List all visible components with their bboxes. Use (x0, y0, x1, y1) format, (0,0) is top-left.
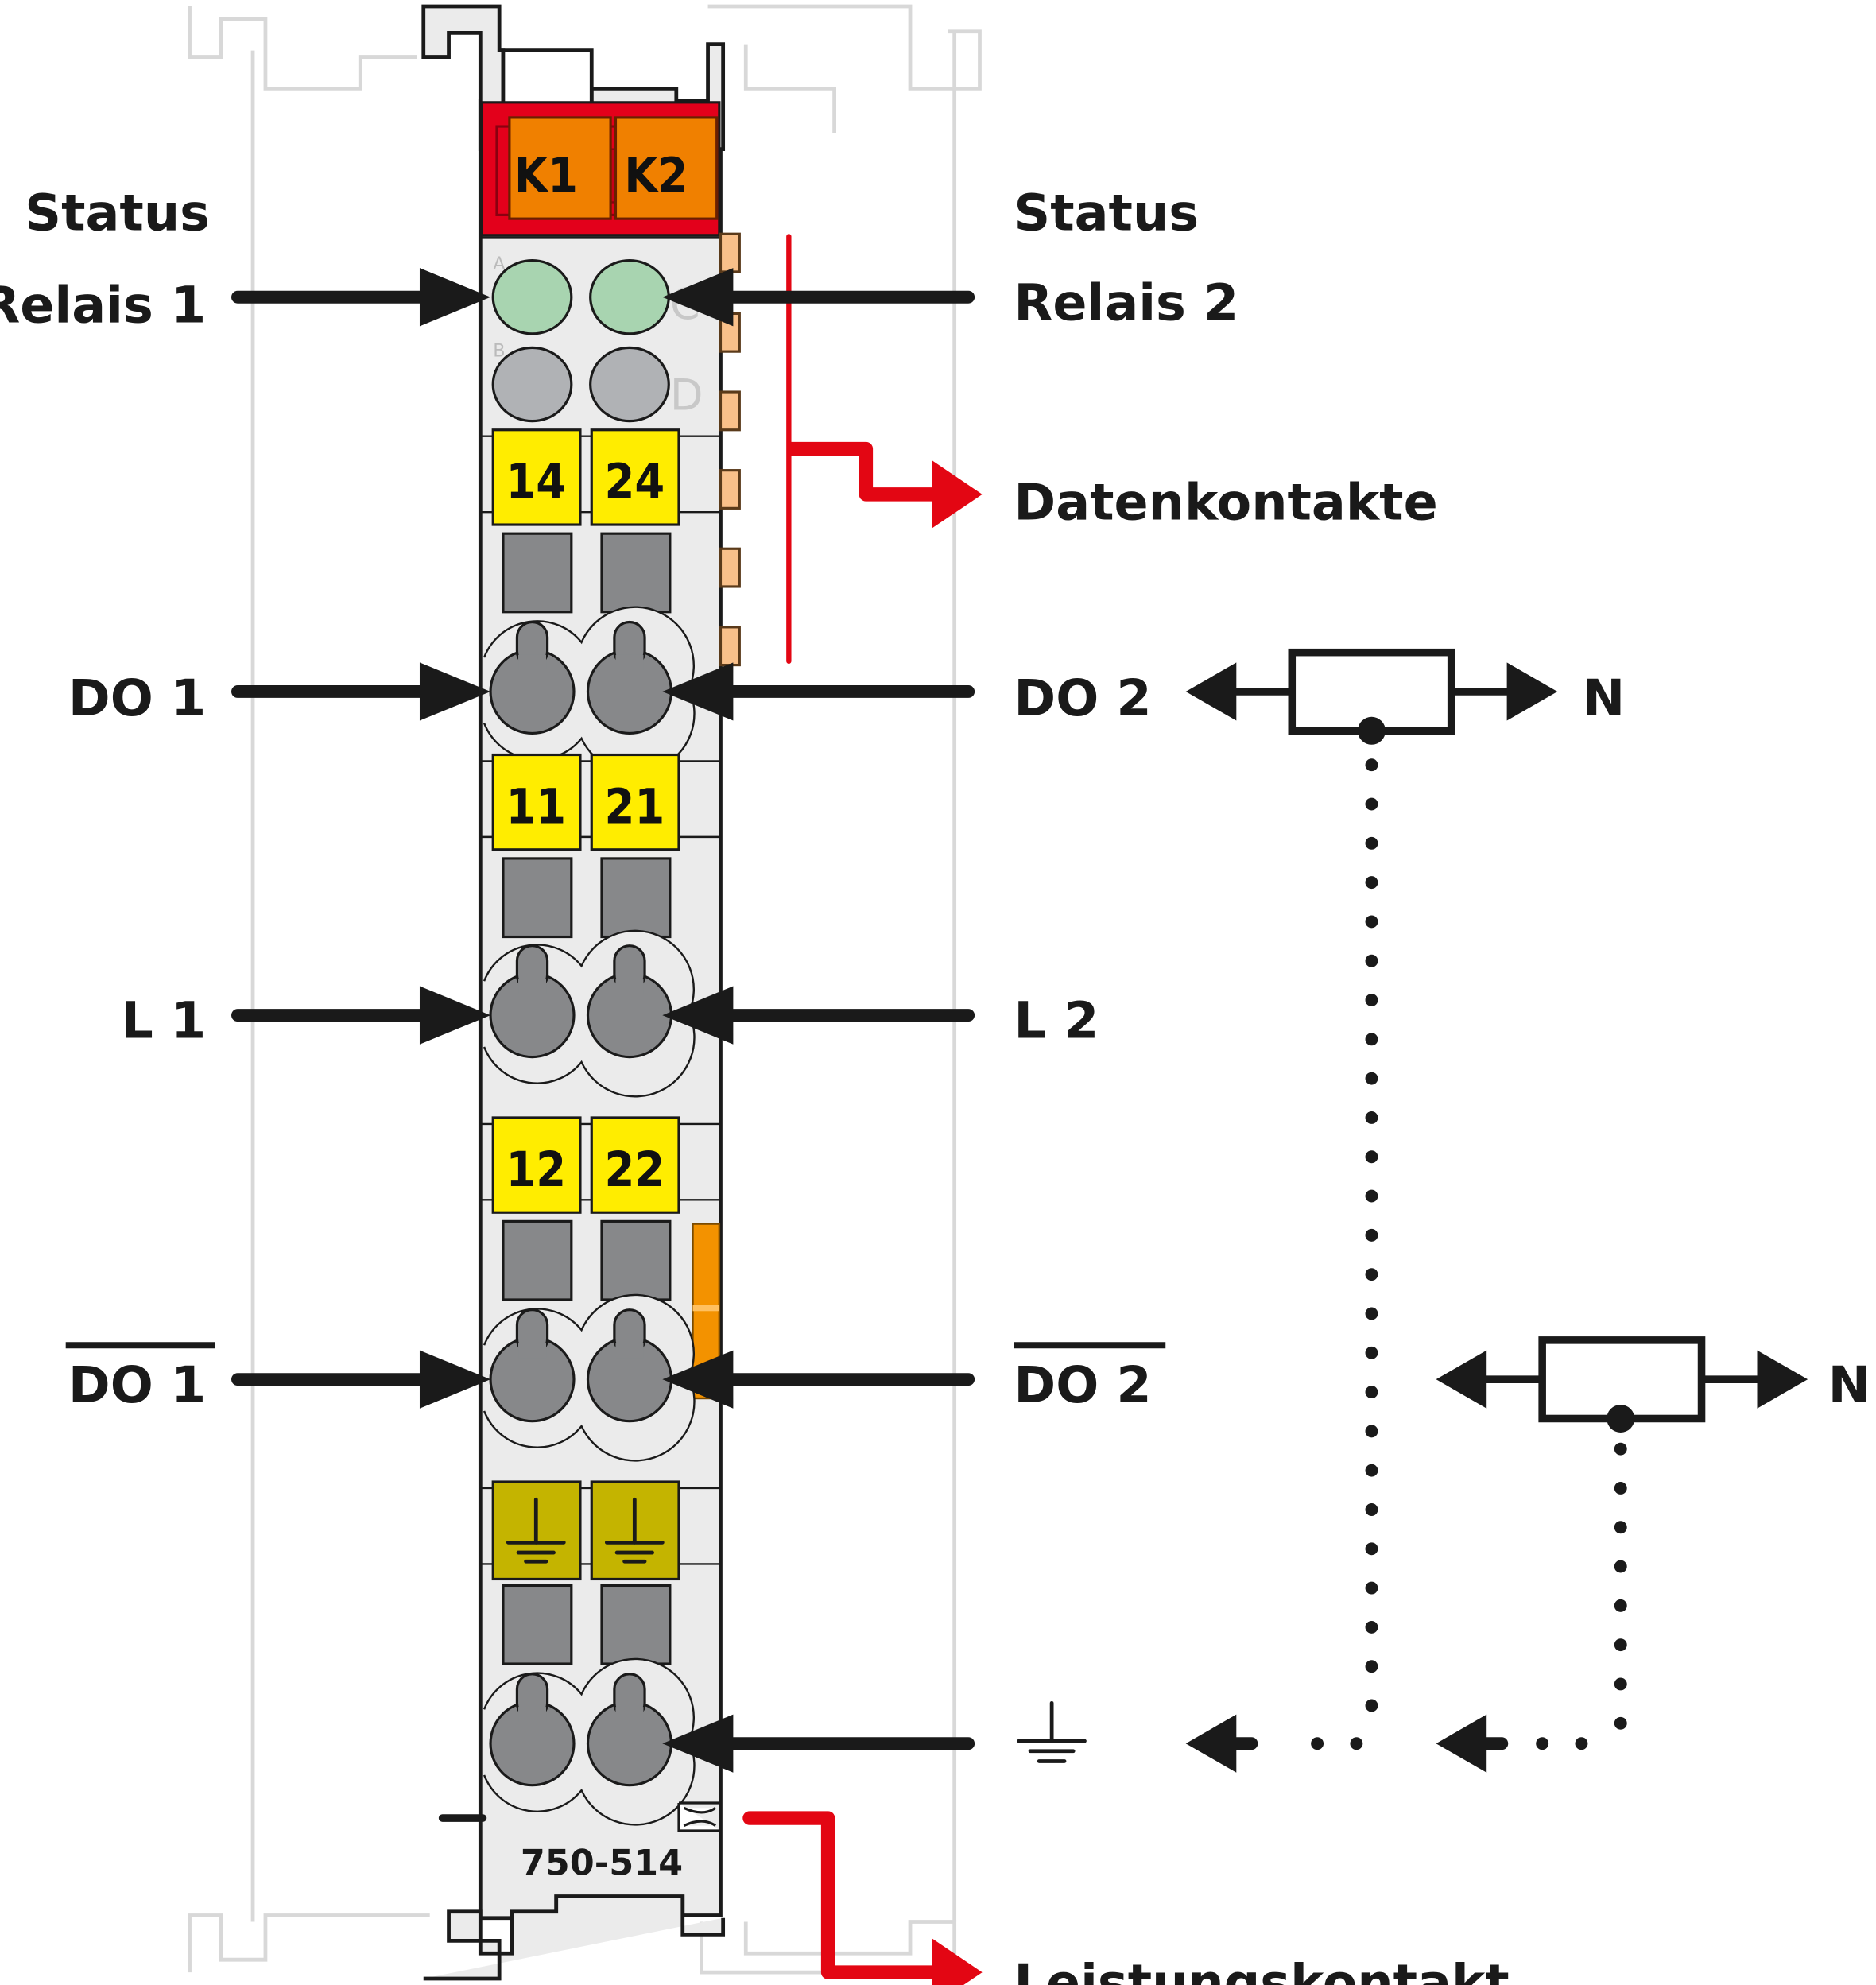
arrow-left-icon (1185, 662, 1237, 721)
relay-k2-label: K2 (624, 149, 688, 204)
terminal-14: 14 (506, 455, 566, 510)
terminal-12: 12 (506, 1142, 566, 1198)
ground-icon (604, 1497, 665, 1564)
neighbor-module-left (188, 6, 430, 1973)
left-annotations: Status Relais 1 DO 1 L 1 DO 1 (0, 184, 491, 1415)
io-module-750-514: K1 K2 A B C D 14 24 (421, 4, 741, 1981)
label-relais-2: Relais 2 (1014, 273, 1238, 332)
clamp-pair-3[interactable] (483, 1293, 696, 1462)
terminal-row-1: 14 24 (481, 428, 719, 614)
label-l2: L 2 (1014, 992, 1099, 1051)
label-status-1: Status (25, 184, 210, 242)
terminal-row-2: 11 21 (481, 753, 719, 939)
relay-k1-label: K1 (514, 149, 578, 204)
leistungskontakt-pointer (742, 1811, 983, 1985)
terminal-row-ground (481, 1480, 719, 1665)
ground-icon (506, 1497, 566, 1564)
load-2: N (1436, 1336, 1870, 1773)
model-number: 750-514 (521, 1843, 683, 1884)
label-do2-inverted: DO 2 (1014, 1356, 1151, 1415)
neighbor-module-right (700, 4, 982, 1975)
arrow-right-icon (1757, 1350, 1808, 1409)
led-letter-d: D (670, 370, 704, 420)
led-d (589, 346, 670, 423)
arrow-right-icon (1506, 662, 1558, 721)
terminal-21: 21 (605, 779, 665, 835)
terminal-row-3: 12 22 (481, 1116, 719, 1301)
spring-contact (677, 1801, 721, 1832)
relay-k1 (508, 116, 612, 220)
label-datenkontakte: Datenkontakte (1014, 474, 1437, 533)
bottom-rail-clip (423, 1894, 726, 1981)
arrow-left-icon (1436, 1714, 1487, 1773)
arrow-left-icon (1185, 1714, 1237, 1773)
label-n-2: N (1828, 1356, 1870, 1415)
led-b (491, 346, 573, 423)
label-status-2: Status (1014, 184, 1199, 242)
load-1: N (1185, 648, 1625, 1773)
label-relais-1: Relais 1 (0, 277, 206, 335)
led-letter-a: A (493, 254, 506, 274)
datenkontakte-pointer (786, 234, 983, 664)
ground-icon (1017, 1700, 1087, 1763)
label-do1: DO 1 (68, 669, 206, 728)
status-led-relay-1 (491, 259, 573, 335)
clamp-pair-2[interactable] (483, 929, 696, 1098)
label-n-1: N (1583, 669, 1625, 728)
terminal-24: 24 (605, 455, 665, 510)
label-do1-inverted: DO 1 (68, 1356, 206, 1415)
terminal-22: 22 (605, 1142, 665, 1198)
led-letter-b: B (493, 341, 505, 362)
arrow-left-icon (1436, 1350, 1487, 1409)
label-leistungskontakt: Leistungskontakt (1014, 1954, 1509, 1985)
clamp-pair-1[interactable] (483, 606, 696, 774)
status-led-relay-2 (589, 259, 670, 335)
label-l1: L 1 (121, 992, 206, 1051)
right-annotations: Status Relais 2 Datenkontakte DO 2 L 2 D… (662, 184, 1510, 1985)
clamp-pair-ground[interactable] (483, 1657, 696, 1826)
label-do2: DO 2 (1014, 669, 1151, 728)
relay-k2 (614, 116, 719, 220)
arrow-head (419, 268, 491, 327)
terminal-11: 11 (506, 779, 566, 835)
